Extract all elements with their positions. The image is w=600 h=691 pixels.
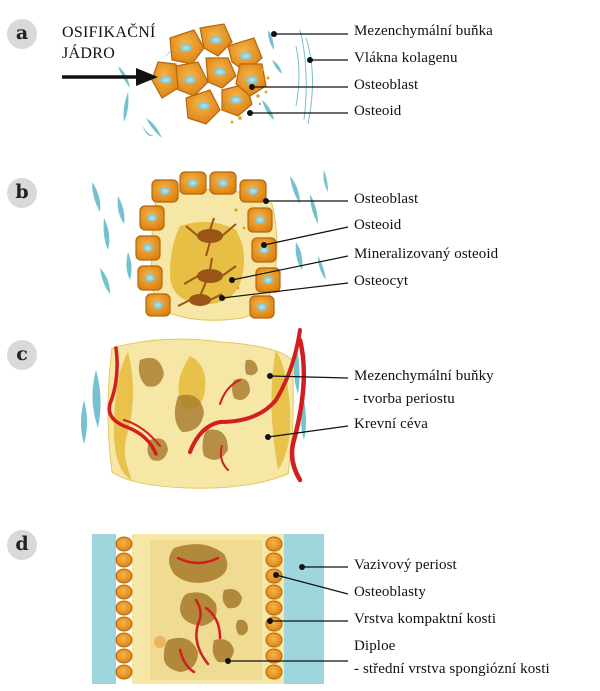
label-osteoblast-b: Osteoblast (354, 191, 418, 208)
ossification-nucleus-line-1: OSIFIKAČNÍ (62, 22, 156, 43)
label-blood-vessel: Krevní céva (354, 416, 428, 433)
label-spongy-middle-layer: - střední vrstva spongiózní kosti (354, 661, 550, 678)
ossification-nucleus-line-2: JÁDRO (62, 43, 156, 64)
label-osteoid-a: Osteoid (354, 103, 401, 120)
label-mesenchymal-cell: Mezenchymální buňka (354, 23, 493, 40)
cell-d (154, 636, 166, 648)
label-osteocyte: Osteocyt (354, 273, 408, 290)
panel-badge-a: a (7, 19, 37, 49)
label-collagen-fibers: Vlákna kolagenu (354, 50, 458, 67)
panel-badge-d: d (7, 530, 37, 560)
label-mesenchymal-cells: Mezenchymální buňky (354, 368, 494, 385)
label-osteoid-b: Osteoid (354, 217, 401, 234)
panel-d-illustration (92, 534, 348, 684)
label-periosteum-forming: - tvorba periostu (354, 391, 455, 408)
label-osteoblasts-d: Osteoblasty (354, 584, 426, 601)
periosteum-left-d (92, 534, 116, 684)
panel-b-illustration (92, 170, 348, 320)
osteoblast-cluster-a (152, 24, 266, 124)
label-diploe: Diploe (354, 638, 395, 655)
label-fibrous-periosteum: Vazivový periost (354, 557, 457, 574)
panel-c-illustration (81, 330, 348, 488)
collagen-fibers-a (296, 30, 313, 124)
label-compact-bone-layer: Vrstva kompaktní kosti (354, 611, 496, 628)
label-osteoblast-a: Osteoblast (354, 77, 418, 94)
panel-badge-c: c (7, 340, 37, 370)
ossification-nucleus-title: OSIFIKAČNÍ JÁDRO (62, 22, 156, 64)
nucleus-arrow (62, 68, 158, 86)
panel-badge-b: b (7, 178, 37, 208)
label-mineralized-osteoid: Mineralizovaný osteoid (354, 246, 498, 263)
